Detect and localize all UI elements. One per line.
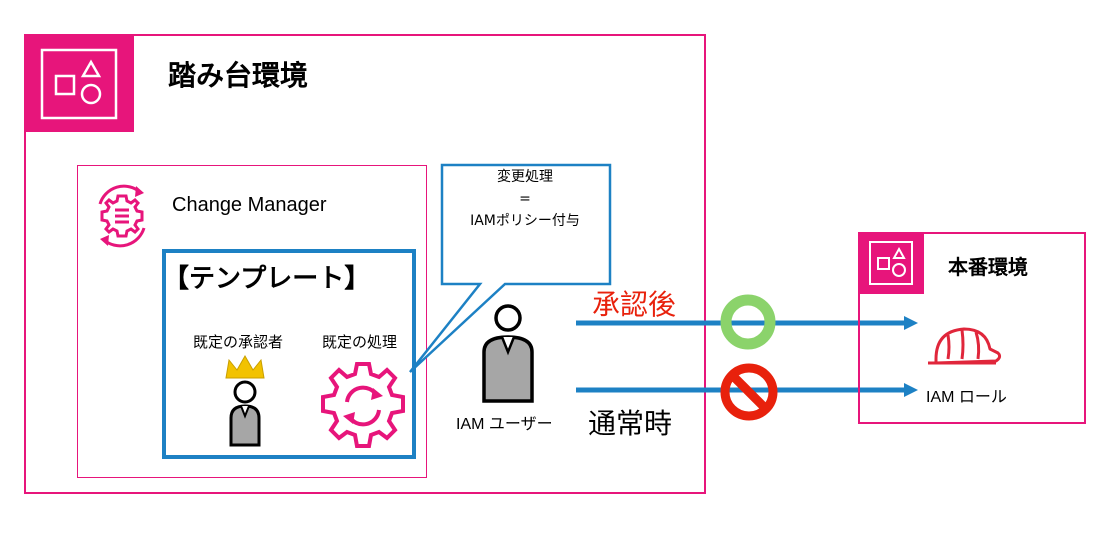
after-approval-label: 承認後: [592, 288, 677, 321]
allow-circle-icon: [720, 294, 776, 350]
change-manager-box: [77, 165, 427, 478]
shapes-icon: [40, 48, 118, 120]
callout-line-equals: =: [519, 191, 531, 207]
callout-bubble: [409, 163, 612, 373]
callout-line-policy: IAMポリシー付与: [470, 213, 580, 229]
bastion-environment-box: [24, 34, 706, 494]
iam-user-label: IAM ユーザー: [456, 416, 553, 433]
bastion-environment-badge: [24, 34, 134, 132]
shapes-icon: [869, 241, 913, 285]
gear-cycle-icon: [98, 184, 146, 248]
no-entry-icon: [720, 363, 778, 421]
default-approver-label: 既定の承認者: [193, 333, 284, 351]
production-environment-title: 本番環境: [948, 255, 1028, 279]
production-environment-box: [858, 232, 1086, 424]
user-icon: [482, 304, 534, 403]
normal-time-arrowhead: [904, 383, 918, 397]
production-environment-badge: [858, 232, 924, 294]
gear-cycle-icon: [321, 362, 405, 448]
normal-time-label: 通常時: [588, 407, 673, 440]
after-approval-arrowhead: [904, 316, 918, 330]
hard-hat-icon: [928, 327, 1002, 365]
bastion-environment-title: 踏み台環境: [168, 59, 309, 92]
callout-line-change: 変更処理: [497, 169, 553, 185]
template-title: 【テンプレート】: [163, 264, 371, 294]
crowned-user-icon: [225, 354, 265, 447]
template-box: [162, 249, 416, 459]
default-process-label: 既定の処理: [322, 333, 398, 351]
callout-text: 変更処理 = IAMポリシー付与: [443, 166, 607, 232]
iam-role-label: IAM ロール: [926, 389, 1007, 406]
change-manager-label: Change Manager: [172, 194, 327, 216]
